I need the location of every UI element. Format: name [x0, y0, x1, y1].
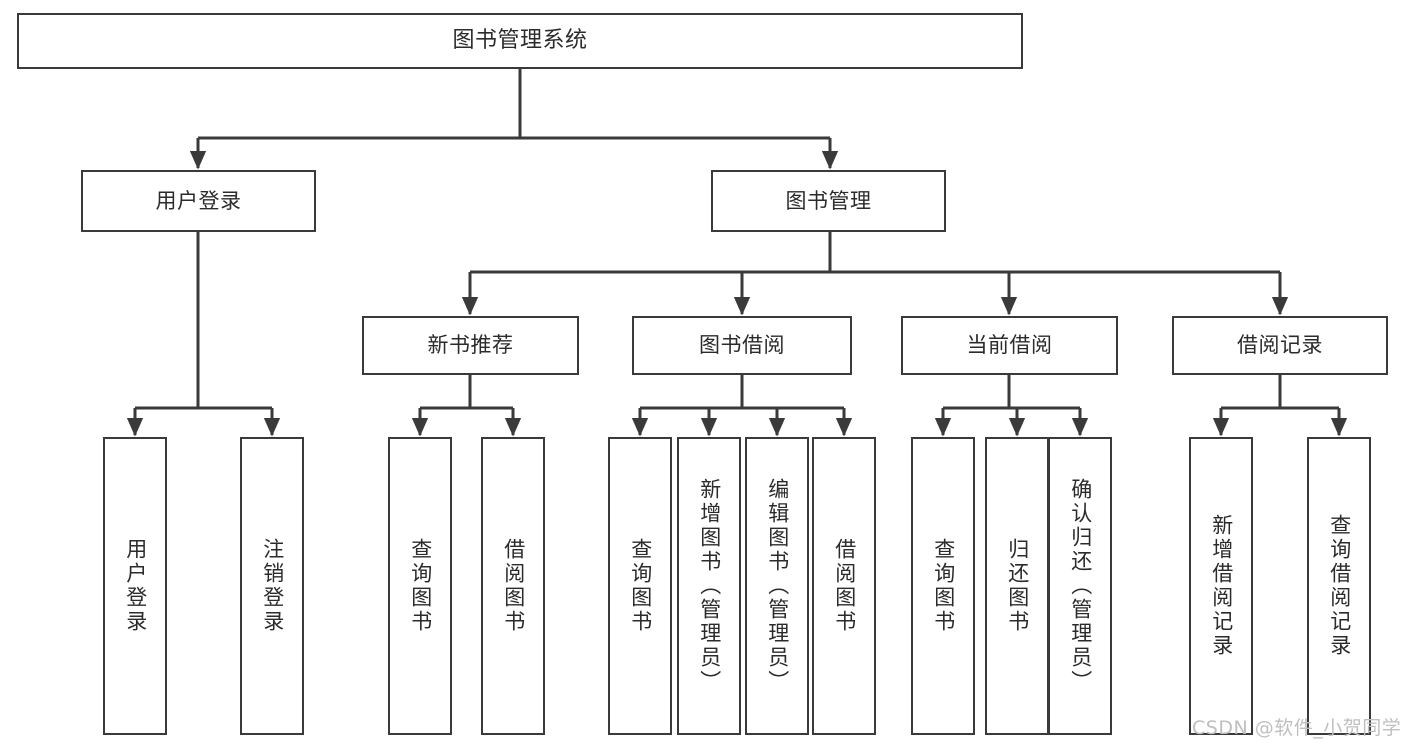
level3-node-label: 借阅记录 — [1237, 333, 1323, 358]
leaf-node-label: 归还图书 — [1005, 538, 1030, 634]
leaf-node-label: 查询借阅记录 — [1327, 514, 1352, 658]
leaf-node: 借阅图书 — [481, 437, 545, 735]
level2-node: 图书管理 — [711, 170, 946, 232]
level3-node: 借阅记录 — [1172, 316, 1388, 375]
leaf-node: 借阅图书 — [812, 437, 876, 735]
leaf-node-label: 查询图书 — [628, 538, 653, 634]
level2-node-label: 用户登录 — [155, 188, 242, 213]
level3-node-label: 当前借阅 — [966, 333, 1053, 358]
leaf-node: 归还图书 — [985, 437, 1049, 735]
leaf-node-label: 用户登录 — [123, 538, 148, 634]
leaf-node: 用户登录 — [103, 437, 167, 735]
leaf-node-label: 注销登录 — [260, 538, 285, 634]
root-node: 图书管理系统 — [17, 13, 1023, 69]
leaf-node-label: 查询图书 — [408, 538, 433, 634]
level3-node: 新书推荐 — [362, 316, 579, 375]
leaf-node: 查询图书 — [608, 437, 672, 735]
leaf-node: 确认归还（管理员） — [1048, 437, 1112, 735]
leaf-node-label: 新增图书（管理员） — [697, 478, 722, 694]
level2-node-label: 图书管理 — [785, 188, 872, 213]
level3-node: 当前借阅 — [901, 316, 1118, 375]
leaf-node-label: 借阅图书 — [501, 538, 526, 634]
leaf-node-label: 查询图书 — [931, 538, 956, 634]
root-node-label: 图书管理系统 — [452, 28, 588, 54]
leaf-node: 新增图书（管理员） — [677, 437, 741, 735]
leaf-node-label: 新增借阅记录 — [1209, 514, 1234, 658]
leaf-node: 新增借阅记录 — [1189, 437, 1253, 735]
csdn-watermark: CSDN @软件_小贺同学 — [1192, 717, 1402, 739]
leaf-node: 编辑图书（管理员） — [745, 437, 809, 735]
leaf-node: 查询借阅记录 — [1307, 437, 1371, 735]
level3-node-label: 图书借阅 — [699, 333, 785, 358]
leaf-node-label: 确认归还（管理员） — [1068, 478, 1093, 694]
level3-node: 图书借阅 — [632, 316, 852, 375]
leaf-node-label: 借阅图书 — [832, 538, 857, 634]
leaf-node: 查询图书 — [911, 437, 975, 735]
leaf-node: 查询图书 — [388, 437, 452, 735]
level2-node: 用户登录 — [81, 170, 316, 232]
leaf-node: 注销登录 — [240, 437, 304, 735]
level3-node-label: 新书推荐 — [427, 333, 514, 358]
leaf-node-label: 编辑图书（管理员） — [765, 478, 790, 694]
